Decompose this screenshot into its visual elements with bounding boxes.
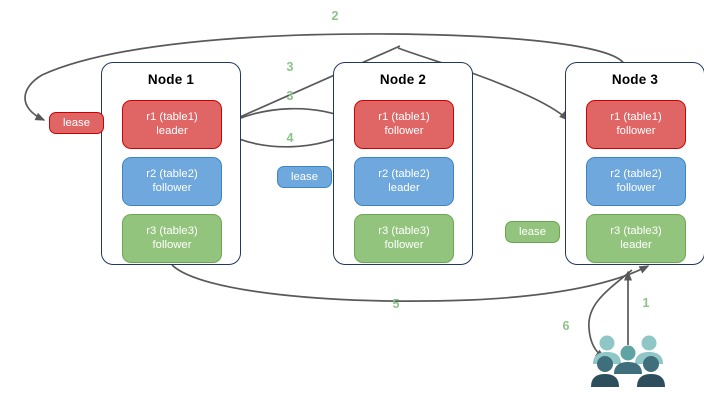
lease-badge-blue[interactable]: lease	[277, 166, 332, 188]
replica-role: leader	[156, 124, 188, 137]
lease-label: lease	[62, 117, 90, 129]
step-label-3-lower: 3	[280, 89, 300, 103]
step-label-6: 6	[556, 319, 576, 333]
node-title: Node 2	[379, 72, 427, 87]
replica-name: r3 (table3)	[378, 224, 430, 237]
edge-step-5	[171, 264, 650, 302]
replica-role: leader	[620, 238, 652, 251]
replica-r1-node3[interactable]: r1 (table1) follower	[586, 100, 686, 149]
replica-name: r3 (table3)	[610, 224, 662, 237]
replica-role: follower	[152, 181, 192, 194]
step-text: 4	[286, 131, 294, 145]
node-container-node1[interactable]: Node 1 r1 (table1) leader r2 (table2) fo…	[101, 62, 241, 265]
lease-label: lease	[290, 171, 318, 183]
replica-r3-node3[interactable]: r3 (table3) leader	[586, 214, 686, 263]
lease-label: lease	[518, 226, 546, 238]
replica-r1-node2[interactable]: r1 (table1) follower	[354, 100, 454, 149]
step-text: 3	[286, 60, 294, 74]
step-label-5: 5	[386, 297, 406, 311]
step-text: 6	[562, 319, 570, 333]
lease-badge-green[interactable]: lease	[505, 221, 560, 243]
replica-name: r2 (table2)	[146, 167, 198, 180]
replica-r2-node3[interactable]: r2 (table2) follower	[586, 157, 686, 206]
replica-r3-node1[interactable]: r3 (table3) follower	[122, 214, 222, 263]
replica-name: r1 (table1)	[610, 110, 662, 123]
step-text: 3	[286, 89, 294, 103]
node-container-node2[interactable]: Node 2 r1 (table1) follower r2 (table2) …	[333, 62, 473, 265]
replica-role: follower	[616, 124, 656, 137]
replica-role: follower	[384, 238, 424, 251]
replica-name: r1 (table1)	[146, 110, 198, 123]
replica-role: follower	[384, 124, 424, 137]
node-title: Node 3	[611, 72, 659, 87]
replica-role: follower	[152, 238, 192, 251]
step-label-3-upper: 3	[280, 60, 300, 74]
replica-r2-node2[interactable]: r2 (table2) leader	[354, 157, 454, 206]
lease-badge-red[interactable]: lease	[49, 112, 104, 134]
replica-name: r2 (table2)	[378, 167, 430, 180]
replica-r3-node2[interactable]: r3 (table3) follower	[354, 214, 454, 263]
users-icon-wrapper	[588, 334, 668, 390]
step-text: 2	[331, 9, 339, 23]
step-label-2: 2	[325, 9, 345, 23]
replica-name: r2 (table2)	[610, 167, 662, 180]
users-icon	[591, 335, 665, 387]
replica-name: r1 (table1)	[378, 110, 430, 123]
step-text: 1	[642, 296, 650, 310]
step-text: 5	[392, 297, 400, 311]
replica-r2-node1[interactable]: r2 (table2) follower	[122, 157, 222, 206]
node-container-node3[interactable]: Node 3 r1 (table1) follower r2 (table2) …	[565, 62, 704, 265]
node-title: Node 1	[147, 72, 195, 87]
replica-role: leader	[388, 181, 420, 194]
step-label-4: 4	[280, 131, 300, 145]
replica-role: follower	[616, 181, 656, 194]
step-label-1: 1	[636, 296, 656, 310]
replica-r1-node1[interactable]: r1 (table1) leader	[122, 100, 222, 149]
replica-name: r3 (table3)	[146, 224, 198, 237]
